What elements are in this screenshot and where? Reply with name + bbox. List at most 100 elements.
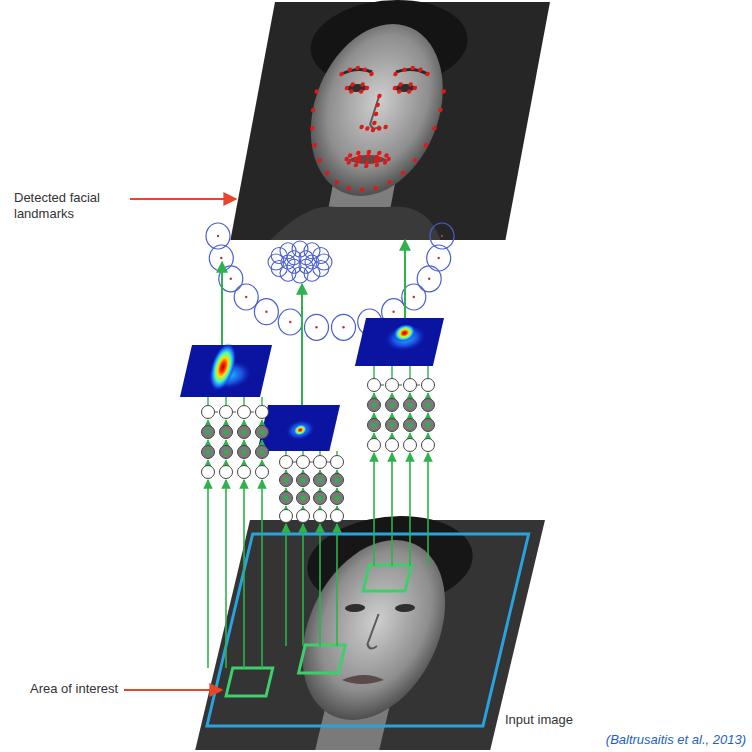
landmark-dot bbox=[334, 180, 339, 184]
dashed-link bbox=[417, 385, 421, 386]
layer-arrow bbox=[261, 440, 262, 445]
hidden-unit bbox=[238, 426, 251, 439]
landmark-centre bbox=[438, 257, 440, 259]
layer-arrow bbox=[285, 488, 286, 491]
layer-arrow bbox=[302, 470, 303, 473]
unit-mark bbox=[390, 403, 394, 407]
hidden-unit bbox=[404, 419, 417, 432]
patch-square bbox=[226, 668, 273, 696]
dashed-link bbox=[310, 462, 313, 463]
landmark-dot bbox=[364, 160, 369, 164]
layer-arrow bbox=[225, 440, 226, 445]
landmark-dot bbox=[310, 108, 315, 112]
landmark-dot bbox=[373, 112, 378, 116]
output-line bbox=[261, 397, 262, 405]
io-unit bbox=[368, 439, 381, 452]
landmark-centre bbox=[245, 296, 247, 298]
layer-arrow bbox=[391, 413, 392, 418]
patch-square bbox=[363, 565, 411, 591]
landmark-dot bbox=[412, 86, 417, 90]
leader-arrow bbox=[130, 198, 236, 200]
input-arrow bbox=[319, 524, 321, 646]
layer-arrow bbox=[285, 506, 286, 509]
layer-arrow bbox=[409, 433, 410, 438]
unit-mark bbox=[390, 423, 394, 427]
hidden-unit bbox=[202, 426, 215, 439]
unit-mark bbox=[426, 423, 430, 427]
landmark-circle bbox=[268, 254, 284, 270]
response-map bbox=[180, 343, 272, 397]
landmark-dot bbox=[374, 155, 379, 159]
landmark-dot bbox=[366, 154, 371, 158]
eye bbox=[394, 604, 416, 612]
hidden-unit bbox=[368, 419, 381, 432]
io-unit bbox=[202, 406, 215, 419]
landmark-circle bbox=[254, 299, 278, 325]
landmark-dot bbox=[418, 68, 423, 72]
landmark-dot bbox=[339, 72, 344, 76]
output-line bbox=[409, 366, 410, 378]
landmark-dot bbox=[325, 171, 330, 175]
hidden-unit bbox=[314, 474, 327, 487]
output-line bbox=[302, 451, 303, 455]
io-unit bbox=[220, 466, 233, 479]
landmark-centre bbox=[220, 257, 222, 259]
flow-arrow bbox=[404, 240, 406, 318]
io-unit bbox=[386, 379, 399, 392]
landmark-dot bbox=[314, 89, 319, 93]
hidden-unit bbox=[297, 492, 310, 505]
patch-square bbox=[299, 645, 346, 673]
hidden-unit bbox=[386, 419, 399, 432]
layer-arrow bbox=[225, 420, 226, 425]
hidden-unit bbox=[422, 419, 435, 432]
unit-mark bbox=[318, 496, 322, 500]
hidden-unit bbox=[238, 446, 251, 459]
landmark-dot bbox=[349, 89, 354, 93]
io-unit bbox=[256, 406, 269, 419]
unit-mark bbox=[372, 423, 376, 427]
input-arrow bbox=[409, 453, 411, 566]
hidden-unit bbox=[202, 446, 215, 459]
io-unit bbox=[297, 510, 310, 523]
layer-arrow bbox=[391, 433, 392, 438]
unit-mark bbox=[301, 478, 305, 482]
io-unit bbox=[202, 466, 215, 479]
unit-mark bbox=[260, 450, 264, 454]
landmark-dot bbox=[375, 103, 380, 107]
unit-mark bbox=[335, 478, 339, 482]
landmark-circle bbox=[417, 266, 441, 292]
landmark-dot bbox=[353, 163, 358, 167]
layer-arrow bbox=[207, 420, 208, 425]
landmark-dot bbox=[374, 163, 379, 167]
map-blob bbox=[382, 325, 428, 351]
io-unit bbox=[404, 379, 417, 392]
landmark-dot bbox=[387, 180, 392, 184]
dashed-link bbox=[327, 462, 330, 463]
mouth bbox=[341, 675, 385, 684]
response-map bbox=[355, 318, 444, 366]
hidden-unit bbox=[220, 446, 233, 459]
layer-arrow bbox=[319, 506, 320, 509]
landmark-dot bbox=[346, 186, 351, 190]
landmark-dot bbox=[373, 186, 378, 190]
unit-mark bbox=[408, 423, 412, 427]
landmark-circle bbox=[278, 309, 302, 335]
layer-arrow bbox=[243, 420, 244, 425]
landmark-dot bbox=[432, 126, 437, 130]
dashed-link bbox=[381, 385, 385, 386]
landmark-dot bbox=[359, 188, 364, 192]
layer-arrow bbox=[319, 470, 320, 473]
io-unit bbox=[297, 456, 310, 469]
landmark-dot bbox=[377, 94, 382, 98]
dashed-link bbox=[251, 412, 255, 413]
unit-mark bbox=[206, 450, 210, 454]
dashed-link bbox=[233, 412, 237, 413]
landmark-dot bbox=[362, 68, 367, 72]
landmark-dot bbox=[377, 126, 382, 130]
layer-arrow bbox=[207, 460, 208, 465]
landmark-dot bbox=[350, 82, 355, 86]
landmark-centre bbox=[230, 278, 232, 280]
landmark-dot bbox=[384, 153, 389, 157]
unit-mark bbox=[284, 478, 288, 482]
layer-arrow bbox=[373, 413, 374, 418]
